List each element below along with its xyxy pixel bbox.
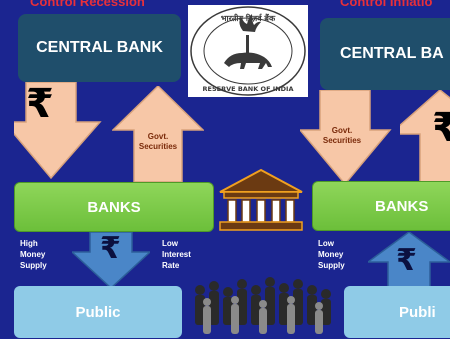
rupee-icon-blue-left: ₹: [100, 231, 121, 266]
securities-label-left: Govt. Securities: [138, 132, 178, 151]
money-supply-note-right: Low Money Supply: [318, 239, 345, 270]
money-down-arrow-blue-left: [70, 231, 152, 290]
left-title: Control Recession: [30, 0, 145, 9]
banks-box-right: BANKS: [312, 181, 450, 231]
seal-bottom-text: RESERVE BANK OF INDIA: [203, 85, 294, 93]
seal-top-text: भारतीय रिज़र्व बैंक: [221, 13, 276, 23]
tiger-palm-icon: [224, 14, 272, 69]
right-title: Control Inflatio: [340, 0, 433, 9]
interest-rate-note-left: Low Interest Rate: [162, 239, 191, 270]
rbi-seal: भारतीय रिज़र्व बैंक RESERVE BANK OF INDI…: [188, 5, 308, 97]
central-bank-box-right: CENTRAL BA: [320, 18, 450, 90]
crowd-icon: [186, 270, 336, 334]
bank-building-icon: [216, 168, 306, 232]
banks-box-left: BANKS: [14, 182, 214, 232]
public-box-left: Public: [14, 286, 182, 338]
public-box-right: Publi: [344, 286, 450, 338]
money-down-arrow-left: [2, 81, 109, 180]
rupee-icon-left: ₹: [26, 81, 54, 127]
money-supply-note-left: High Money Supply: [20, 239, 47, 270]
central-bank-box-left: CENTRAL BANK: [18, 14, 181, 82]
rupee-icon-right-top: ₹: [432, 105, 450, 151]
securities-label-right: Govt. Securities: [322, 126, 362, 145]
money-down-arrow-right: [298, 89, 392, 186]
rupee-icon-blue-right: ₹: [396, 243, 417, 278]
